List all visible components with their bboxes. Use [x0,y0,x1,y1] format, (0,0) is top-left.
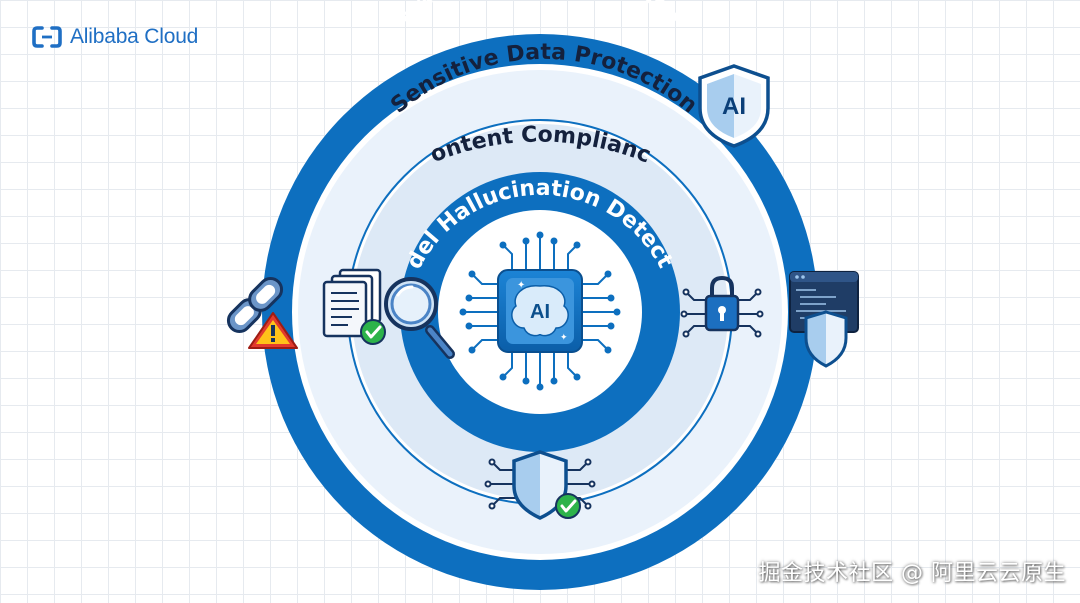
svg-text:✦: ✦ [560,333,568,343]
document-check-icon [322,268,386,345]
alibaba-cloud-logo-icon [32,26,62,48]
svg-text:✦: ✦ [517,280,525,291]
broken-link-warning-icon [226,276,298,349]
chip-label: AI [530,301,550,323]
watermark: 掘金技术社区 @ 阿里云云原生 [758,561,1066,586]
badge-label: AI [722,93,746,120]
brand-name: Alibaba Cloud [70,25,199,48]
ai-chip-icon: AI ✦ ✦ [459,231,621,391]
alibaba-cloud-logo: Alibaba Cloud [32,22,198,52]
magnifier-icon [384,277,455,359]
code-window-shield-icon [789,271,859,368]
ai-shield-badge-icon: AI [698,64,770,148]
ring-label-malicious-url: Malicious URL Detection [394,0,686,30]
shield-circuit-check-icon [484,450,596,520]
padlock-circuit-icon [680,275,764,338]
